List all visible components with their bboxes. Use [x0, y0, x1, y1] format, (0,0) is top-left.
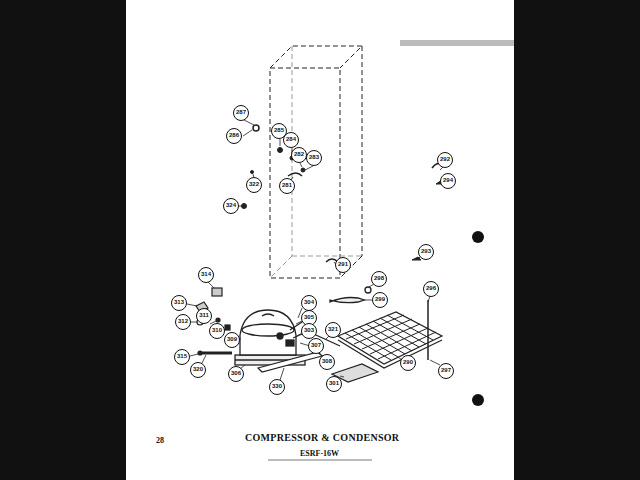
callout-number: 299 [372, 292, 388, 308]
callout-number: 324 [223, 198, 239, 214]
callout-number: 283 [306, 150, 322, 166]
callout-number: 309 [224, 332, 240, 348]
callout-number: 307 [308, 338, 324, 354]
callout-number: 321 [325, 322, 341, 338]
callout-number: 284 [283, 132, 299, 148]
callout-number: 304 [301, 295, 317, 311]
callout-number: 294 [440, 173, 456, 189]
callout-number: 298 [371, 271, 387, 287]
scan-margin [514, 0, 640, 480]
punch-hole [472, 231, 484, 243]
page-number: 28 [156, 436, 164, 445]
callout-number: 320 [190, 362, 206, 378]
callout-number: 306 [228, 366, 244, 382]
callout-number: 296 [423, 281, 439, 297]
callout-number: 315 [174, 349, 190, 365]
callout-number: 282 [291, 147, 307, 163]
small-parts [242, 125, 447, 262]
underline [268, 460, 372, 461]
callout-number: 322 [246, 177, 262, 193]
callout-number: 311 [196, 308, 212, 324]
callout-number: 310 [209, 323, 225, 339]
model-number: ESRF-16W [300, 449, 339, 458]
base-rail [258, 352, 322, 372]
scan-smudge [400, 40, 514, 46]
scan-margin [0, 0, 126, 480]
punch-hole [472, 394, 484, 406]
condenser [338, 300, 442, 368]
callout-number: 303 [301, 323, 317, 339]
callout-number: 301 [326, 376, 342, 392]
callout-number: 291 [335, 257, 351, 273]
callout-number: 313 [171, 295, 187, 311]
callout-number: 297 [438, 363, 454, 379]
callout-number: 314 [198, 267, 214, 283]
callout-number: 287 [233, 105, 249, 121]
callout-number: 292 [437, 152, 453, 168]
callout-number: 290 [400, 355, 416, 371]
diagram-title: COMPRESSOR & CONDENSOR [245, 432, 399, 443]
callout-number: 308 [319, 354, 335, 370]
callout-number: 281 [279, 178, 295, 194]
callout-number: 293 [418, 244, 434, 260]
callout-number: 312 [175, 314, 191, 330]
callout-number: 286 [226, 128, 242, 144]
callout-number: 330 [269, 379, 285, 395]
cabinet-outline [270, 46, 362, 278]
leader-lines [187, 120, 446, 380]
compressor [235, 310, 305, 365]
